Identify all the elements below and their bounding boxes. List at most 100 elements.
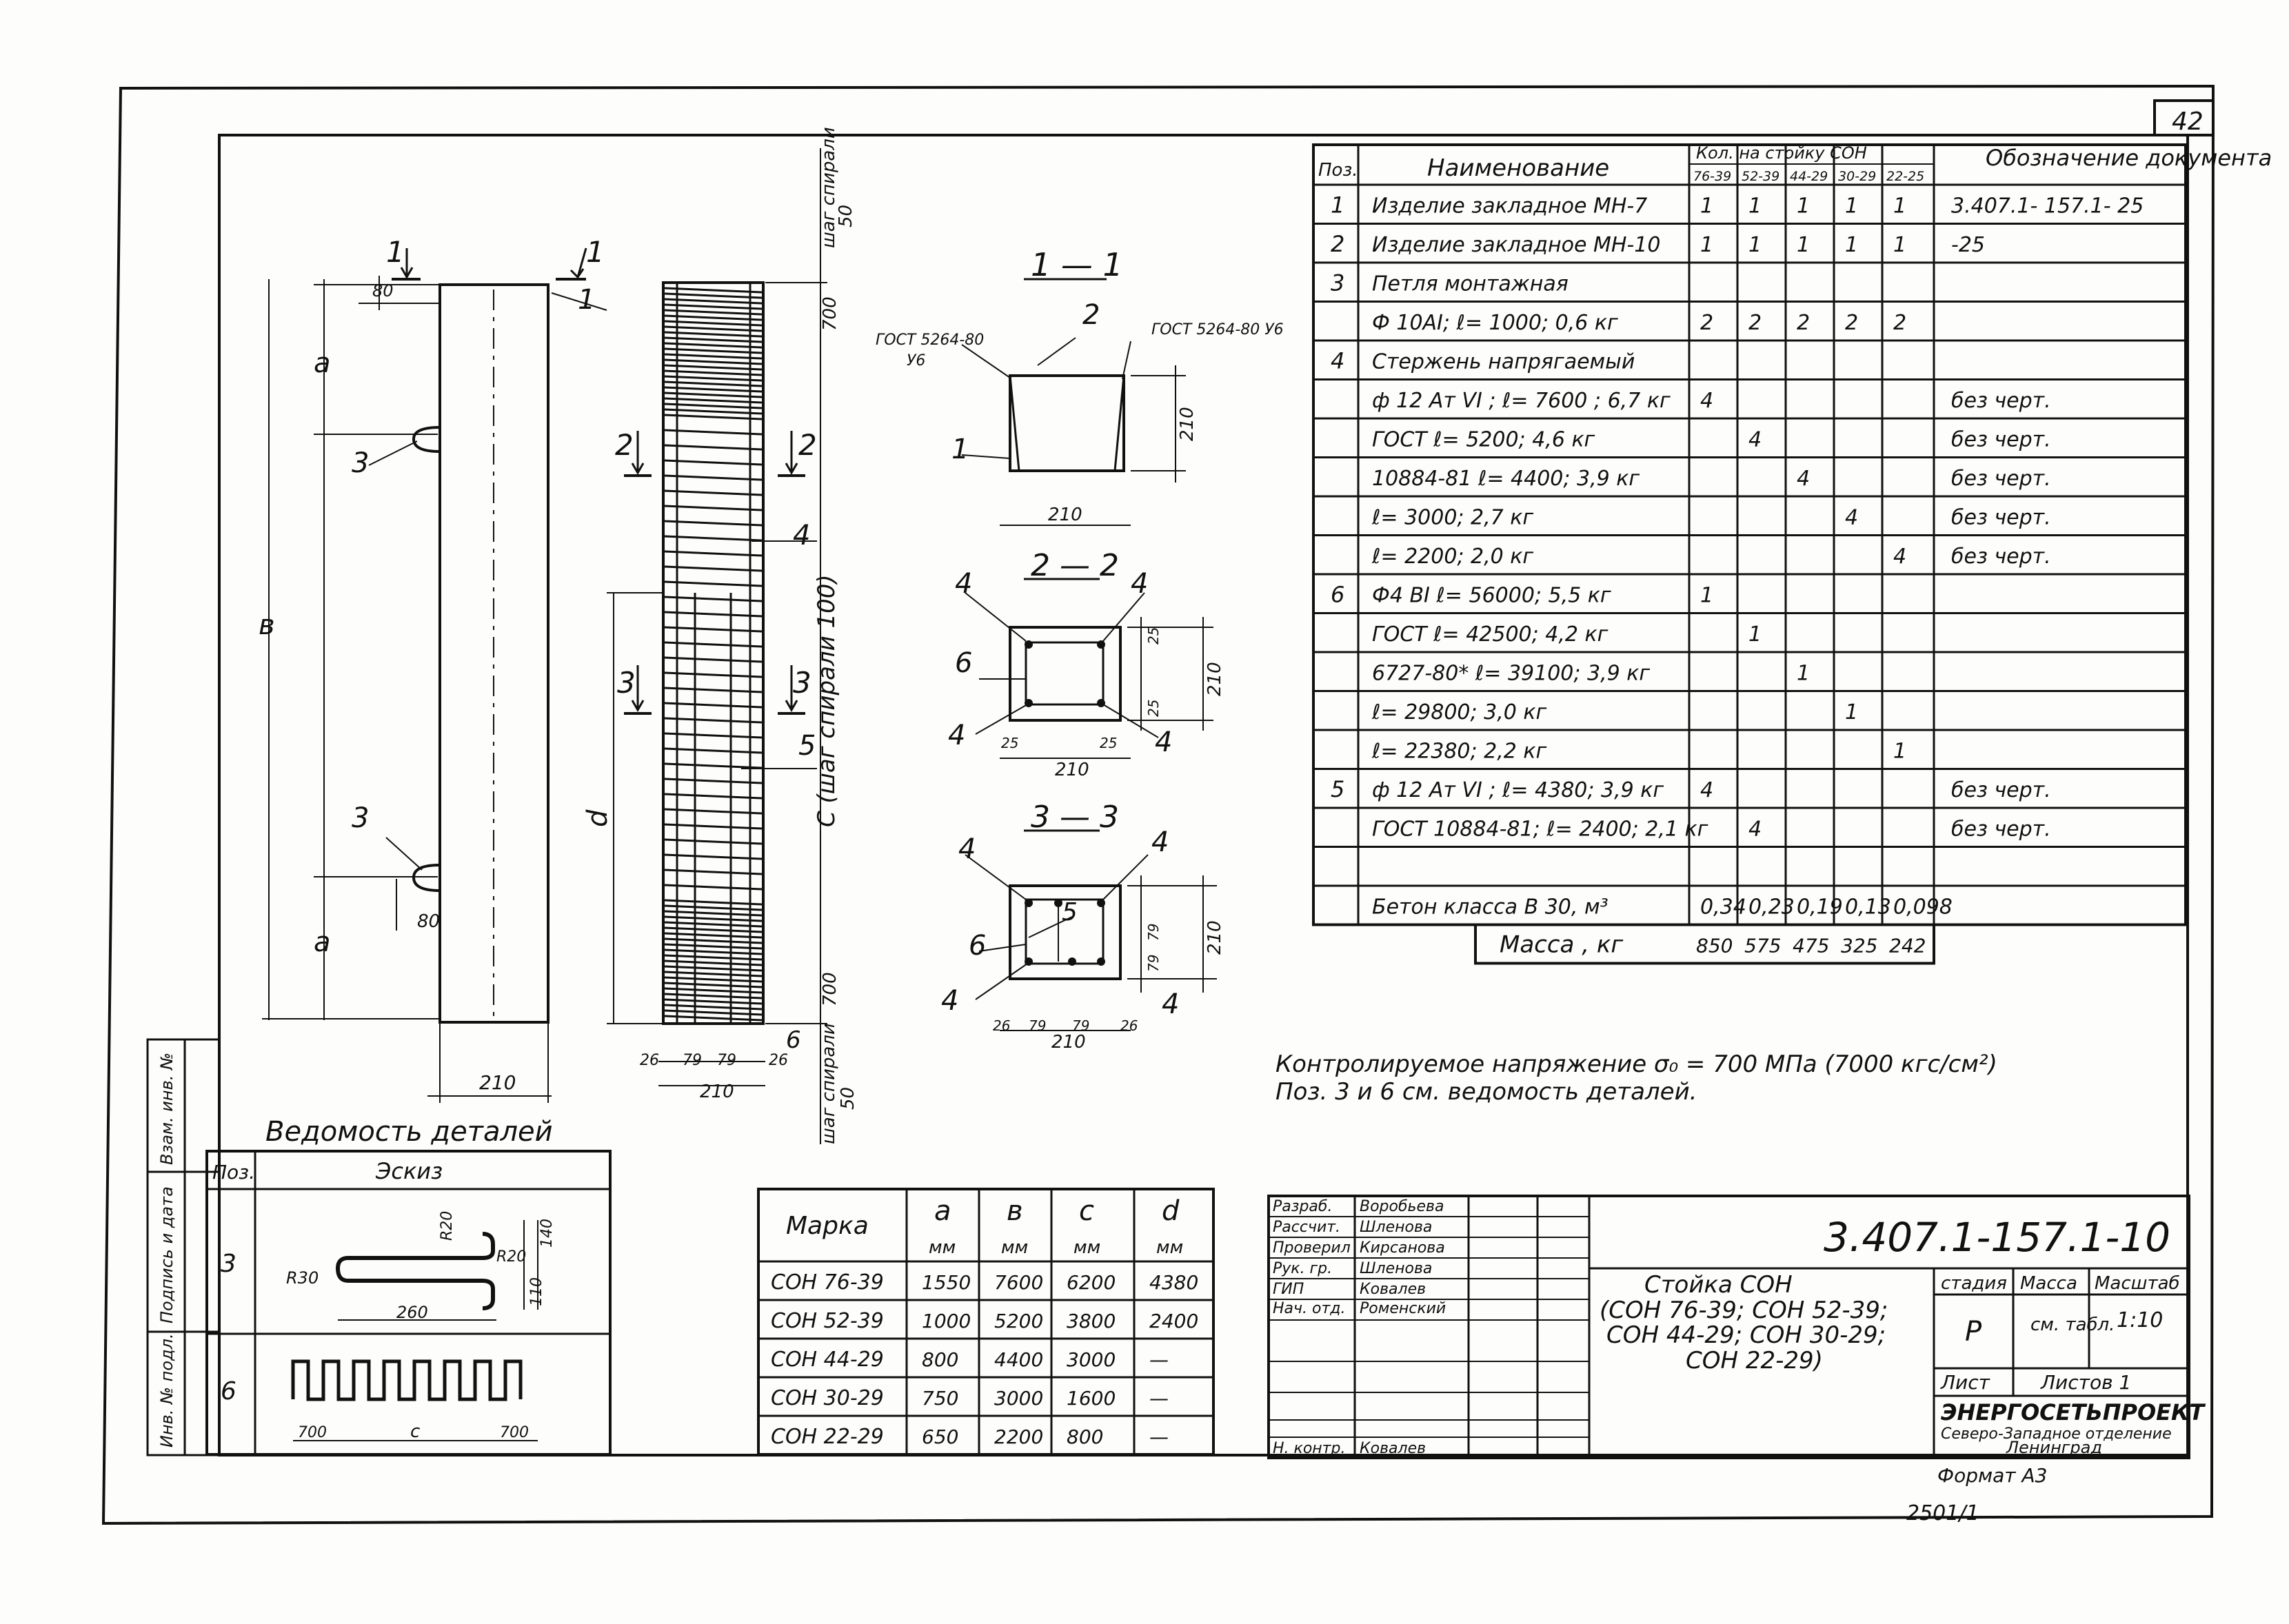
spiral-turn xyxy=(664,869,763,875)
section-3-dim-79-b: 79 xyxy=(1072,1017,1089,1034)
spiral-turn xyxy=(664,444,763,451)
section-3-dim-210-v: 210 xyxy=(1204,920,1225,955)
label-pos1: 1 xyxy=(578,284,595,316)
spec-row-name: Стержень напрягаемый xyxy=(1372,350,1635,374)
spec-row-doc: без черт. xyxy=(1951,428,2051,452)
marka-cell: 1000 xyxy=(922,1310,971,1332)
spec-mass-qty: 325 xyxy=(1841,935,1877,957)
section-1-pos2: 2 xyxy=(1082,299,1100,331)
details-r30: R30 xyxy=(286,1268,319,1288)
spec-row-name: ℓ= 2200; 2,0 кг xyxy=(1371,545,1533,569)
spiral-turn xyxy=(664,580,763,587)
dim-step-top: шаг спирали xyxy=(818,127,839,248)
spiral-turn xyxy=(664,808,763,815)
section-1-gost-right: ГОСТ 5264-80 У6 xyxy=(1151,321,1284,338)
scale-label: Масштаб xyxy=(2095,1273,2180,1294)
spiral-turn xyxy=(664,948,763,955)
marka-unit: мм xyxy=(929,1237,956,1258)
spec-row-qty: 0,13 xyxy=(1845,895,1891,920)
spiral-turn xyxy=(664,987,763,994)
marka-cell: 800 xyxy=(922,1348,958,1371)
section-3-dim-26-l: 26 xyxy=(993,1017,1010,1034)
marka-cell: 1550 xyxy=(922,1271,971,1294)
spec-row-name: ф 12 Ат VI ; ℓ= 7600 ; 6,7 кг xyxy=(1372,389,1671,413)
dim-50-bottom: 50 xyxy=(838,1087,858,1110)
marka-cell: 7600 xyxy=(994,1271,1043,1294)
spec-row-doc: -25 xyxy=(1951,233,1985,257)
spiral-turn xyxy=(664,386,763,393)
dim-a-top: а xyxy=(314,347,331,379)
section-3-dim-210-h: 210 xyxy=(1051,1032,1086,1053)
cut-mark-2b: 2 xyxy=(798,428,817,462)
spiral-turn xyxy=(664,671,763,678)
spiral-turn xyxy=(664,408,763,415)
marka-cell: 4400 xyxy=(994,1348,1043,1371)
spec-row-pos: 5 xyxy=(1331,776,1344,802)
marka-cell: СОН 22-29 xyxy=(771,1425,884,1449)
spiral-turn xyxy=(664,397,763,404)
spec-row-qty: 1 xyxy=(1845,194,1858,219)
spiral-turn xyxy=(664,314,763,321)
spiral-turn xyxy=(664,375,763,382)
section-2-2: 2 — 2 4 4 6 4 4 210 210 25 25 25 25 xyxy=(948,548,1225,780)
spec-row-qty: 1 xyxy=(1797,233,1810,257)
spec-row-name: Изделие закладное МН-7 xyxy=(1372,194,1647,219)
sheet-label: Лист xyxy=(1940,1371,1990,1394)
marka-cell: 4380 xyxy=(1149,1271,1198,1294)
tb-role: Проверил xyxy=(1273,1239,1351,1257)
marka-cell: СОН 30-29 xyxy=(771,1386,884,1410)
spec-row-name: Ф 10АI; ℓ= 1000; 0,6 кг xyxy=(1372,311,1618,335)
section-2-pos4b: 4 xyxy=(1131,568,1148,600)
tb-role: Рук. гр. xyxy=(1273,1260,1332,1277)
section-1-dim-210-v: 210 xyxy=(1177,407,1198,441)
tb-name: Ковалев xyxy=(1360,1281,1426,1298)
spec-row-name: 10884-81 ℓ= 4400; 3,9 кг xyxy=(1372,467,1640,491)
section-1-gost-left-u6: У6 xyxy=(907,352,925,369)
section-2-pos6: 6 xyxy=(955,647,972,679)
spiral-turn xyxy=(664,320,763,327)
spec-row-qty: 4 xyxy=(1700,778,1713,802)
spiral-turn xyxy=(664,550,763,557)
dim-210-reinf: 210 xyxy=(700,1082,734,1102)
spiral-turn xyxy=(664,915,763,922)
spiral-turn xyxy=(664,899,763,906)
marka-cell: 750 xyxy=(922,1387,958,1410)
note-stress: Контролируемое напряжение σ₀ = 700 МПа (… xyxy=(1275,1050,1997,1078)
spec-row-qty: 2 xyxy=(1748,311,1762,335)
scale-value: 1:10 xyxy=(2117,1308,2163,1332)
stage-value: Р xyxy=(1965,1316,1982,1348)
org-sub-2: Ленинград xyxy=(2006,1438,2102,1457)
dim-79-b: 79 xyxy=(717,1052,736,1069)
spiral-turn xyxy=(664,687,763,693)
details-row3-pos: 3 xyxy=(221,1250,236,1278)
marka-cell: 3000 xyxy=(994,1387,1043,1410)
spiral-turn xyxy=(664,762,763,769)
outer-frame xyxy=(101,84,2215,1525)
details-700-left: 700 xyxy=(298,1424,327,1441)
product-line-4: СОН 22-29) xyxy=(1686,1347,1823,1374)
spiral-sketch xyxy=(291,1359,523,1401)
spec-header-qty-col: 30-29 xyxy=(1838,169,1876,184)
spec-row-qty: 1 xyxy=(1797,194,1810,219)
note-positions: Поз. 3 и 6 см. ведомость деталей. xyxy=(1275,1078,1697,1106)
spec-row-qty: 4 xyxy=(1797,467,1810,491)
details-110: 110 xyxy=(528,1277,545,1306)
marka-header: a xyxy=(934,1195,951,1227)
doc-code: 3.407.1-157.1-10 xyxy=(1824,1214,2170,1261)
spiral-turn xyxy=(664,336,763,343)
org-name: ЭНЕРГОСЕТЬПРОЕКТ xyxy=(1941,1399,2206,1425)
spiral-turn xyxy=(664,932,763,939)
spiral-turn xyxy=(664,793,763,800)
spec-row-name: Петля монтажная xyxy=(1372,272,1569,296)
section-3-pos4a: 4 xyxy=(958,833,976,865)
section-1-gost-left: ГОСТ 5264-80 xyxy=(876,332,984,349)
spiral-turn xyxy=(664,717,763,724)
spec-row-qty: 1 xyxy=(1893,233,1906,257)
spec-header-doc: Обозначение документа xyxy=(1986,145,2272,171)
section-2-title: 2 — 2 xyxy=(1031,548,1119,583)
tb-name: Кирсанова xyxy=(1360,1239,1445,1257)
spec-row-qty: 4 xyxy=(1748,818,1762,842)
dim-d: d xyxy=(582,809,614,827)
spiral-turn xyxy=(664,960,763,966)
